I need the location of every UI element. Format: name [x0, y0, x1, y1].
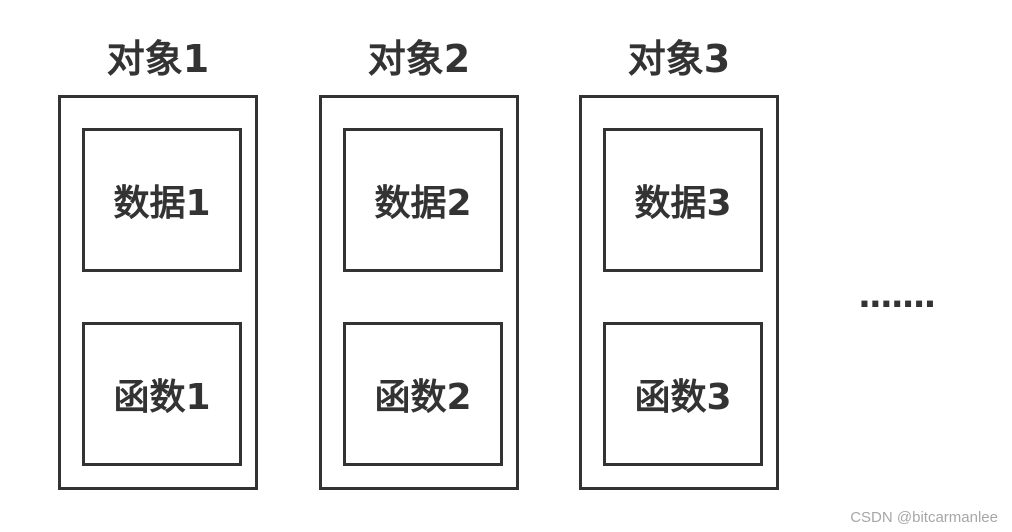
object-3-function-box: 函数3	[603, 322, 763, 466]
object-2-title: 对象2	[367, 37, 471, 81]
object-3-title: 对象3	[627, 37, 731, 81]
object-2-box: 数据2 函数2	[319, 95, 519, 490]
object-2-data-box: 数据2	[343, 128, 503, 272]
object-1-title: 对象1	[106, 37, 210, 81]
object-1-function-box: 函数1	[82, 322, 242, 466]
watermark: CSDN @bitcarmanlee	[850, 509, 998, 526]
object-3-box: 数据3 函数3	[579, 95, 779, 490]
object-2-function-box: 函数2	[343, 322, 503, 466]
ellipsis-more: .......	[858, 276, 936, 316]
object-3-data-box: 数据3	[603, 128, 763, 272]
object-1-box: 数据1 函数1	[58, 95, 258, 490]
object-1-data-box: 数据1	[82, 128, 242, 272]
